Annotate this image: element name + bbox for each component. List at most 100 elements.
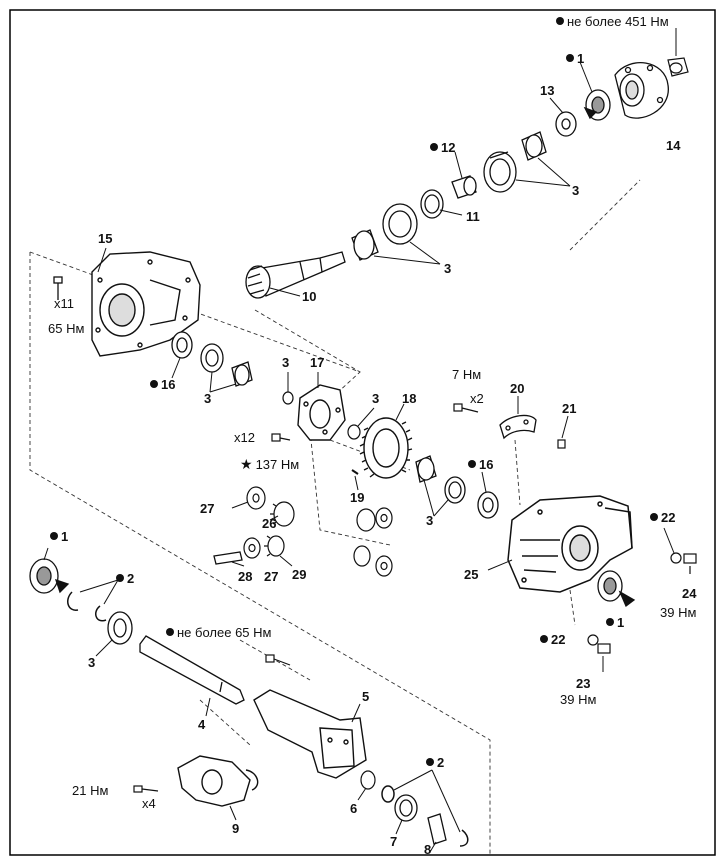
leader-2-left	[79, 579, 119, 605]
callout-2-left: 2	[116, 572, 134, 586]
torque-451-text: не более 451 Нм	[567, 14, 669, 29]
callout-27-b: 27	[264, 569, 279, 584]
callout-12-text: 12	[441, 140, 456, 155]
qty-note-x11: x11	[54, 296, 74, 311]
callout-1-right: 1	[606, 616, 624, 630]
callout-22-right: 22	[650, 511, 675, 525]
bullet-dot-icon	[468, 460, 476, 468]
part-2-snap-rings-left	[67, 591, 107, 622]
part-21-breather	[557, 439, 566, 449]
callout-22-lower-text: 22	[551, 632, 566, 647]
part-1-seal-left	[29, 558, 70, 594]
bullet-dot-icon	[556, 17, 564, 25]
part-7-seal	[394, 794, 418, 822]
callout-26: 26	[262, 516, 277, 531]
part-25-carrier-housing	[507, 495, 633, 593]
part-16-shim-left	[171, 331, 193, 359]
callout-15: 15	[98, 231, 113, 246]
torque-note-39-right: 39 Нм	[660, 605, 697, 620]
part-28-pinion-shaft	[213, 551, 243, 565]
torque-65-max-text: не более 65 Нм	[177, 625, 272, 640]
part-9-actuator	[177, 755, 259, 807]
assembly-guide-lines	[29, 179, 641, 855]
torque-note-39-lower: 39 Нм	[560, 692, 597, 707]
callout-19: 19	[350, 490, 365, 505]
callout-16-left: 16	[150, 378, 175, 392]
torque-note-7: 7 Нм	[452, 367, 482, 382]
leader-3-top	[515, 157, 571, 187]
leader-3-left	[209, 371, 237, 393]
bullet-dot-icon	[50, 532, 58, 540]
part-29-pinion-gear	[264, 535, 285, 557]
callout-5: 5	[362, 689, 370, 704]
part-22-gasket-lower	[587, 634, 599, 646]
callout-10: 10	[302, 289, 317, 304]
callout-1-left: 1	[50, 530, 68, 544]
callout-2-lower-text: 2	[437, 755, 445, 770]
bolt-21nm	[133, 785, 159, 793]
bullet-dot-icon	[426, 758, 434, 766]
callout-3-mid: 3	[444, 261, 452, 276]
torque-note-451: не более 451 Нм	[556, 15, 669, 29]
callout-4: 4	[198, 717, 206, 732]
part-10-drive-pinion	[245, 251, 346, 299]
callout-2-lower: 2	[426, 756, 444, 770]
part-12-spacer	[451, 175, 477, 199]
callout-3-top: 3	[572, 183, 580, 198]
callout-25: 25	[464, 567, 479, 582]
bullet-dot-icon	[166, 628, 174, 636]
part-8-shaft	[427, 813, 447, 845]
callout-7: 7	[390, 834, 398, 849]
star-icon: ★	[240, 456, 253, 472]
part-14-flange	[614, 62, 669, 119]
bullet-dot-icon	[540, 635, 548, 643]
callout-20: 20	[510, 381, 525, 396]
callout-3-left: 3	[204, 391, 212, 406]
callout-2-left-text: 2	[127, 571, 135, 586]
callout-22-right-text: 22	[661, 510, 676, 525]
callout-29: 29	[292, 567, 307, 582]
callout-13: 13	[540, 83, 555, 98]
callout-1-top: 1	[566, 52, 584, 66]
part-16-shim-right	[477, 491, 499, 519]
diff-gears-right-set	[353, 507, 393, 577]
part-1-seal-top	[583, 89, 611, 121]
part-1-seal-right	[597, 570, 636, 608]
part-26-side-gear	[270, 501, 295, 527]
part-3-bearing-lower-left	[107, 611, 133, 645]
callout-8: 8	[424, 842, 432, 857]
callout-17: 17	[310, 355, 325, 370]
callout-16-left-text: 16	[161, 377, 176, 392]
callout-24: 24	[682, 586, 697, 601]
leader-3-mid	[373, 241, 441, 265]
callout-3-lowright: 3	[426, 513, 434, 528]
callout-16-right-text: 16	[479, 457, 494, 472]
part-13-washer	[555, 111, 577, 137]
bolt-x11	[53, 276, 63, 300]
callout-18: 18	[402, 391, 417, 406]
callout-28: 28	[238, 569, 253, 584]
callout-11: 11	[466, 209, 480, 224]
bullet-dot-icon	[116, 574, 124, 582]
part-3-bearing-cone-mid	[351, 229, 379, 261]
part-19-pin	[351, 469, 359, 475]
callout-1-right-text: 1	[617, 615, 625, 630]
part-5-tube-housing	[253, 689, 367, 779]
part-3-bearing-cup-top	[483, 151, 517, 193]
torque-137-text: 137 Нм	[255, 457, 300, 472]
part-20-deflector	[499, 414, 537, 440]
part-3-bearing-right	[415, 455, 466, 504]
part-3-small-bearing	[282, 391, 294, 405]
leader-2-lower	[393, 769, 461, 833]
diagram-frame	[9, 9, 716, 856]
qty-note-x4: x4	[142, 796, 156, 811]
callout-21: 21	[562, 401, 577, 416]
callout-22-lower: 22	[540, 633, 565, 647]
leader-3-right	[423, 479, 449, 517]
part-15-carrier-cover	[91, 251, 201, 357]
torque-note-65: 65 Нм	[48, 321, 85, 336]
part-3-bearing-left	[200, 343, 253, 387]
bolt-x12	[271, 433, 291, 442]
